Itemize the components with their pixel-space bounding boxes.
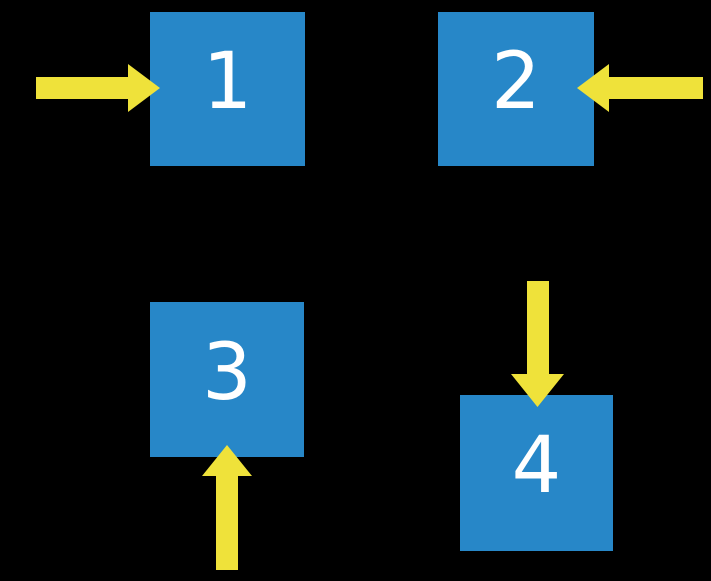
square-4[interactable]: 4 <box>460 395 613 551</box>
arrow-down-icon <box>511 281 564 407</box>
square-3-label: 3 <box>202 327 252 418</box>
arrow-left-icon <box>577 64 703 112</box>
square-3[interactable]: 3 <box>150 302 304 457</box>
arrow-right-icon <box>36 64 160 112</box>
square-1-label: 1 <box>202 37 253 127</box>
arrow-up-icon <box>202 445 252 570</box>
square-2[interactable]: 2 <box>438 12 594 166</box>
square-1[interactable]: 1 <box>150 12 305 166</box>
square-2-label: 2 <box>491 37 541 127</box>
square-4-label: 4 <box>511 421 562 511</box>
